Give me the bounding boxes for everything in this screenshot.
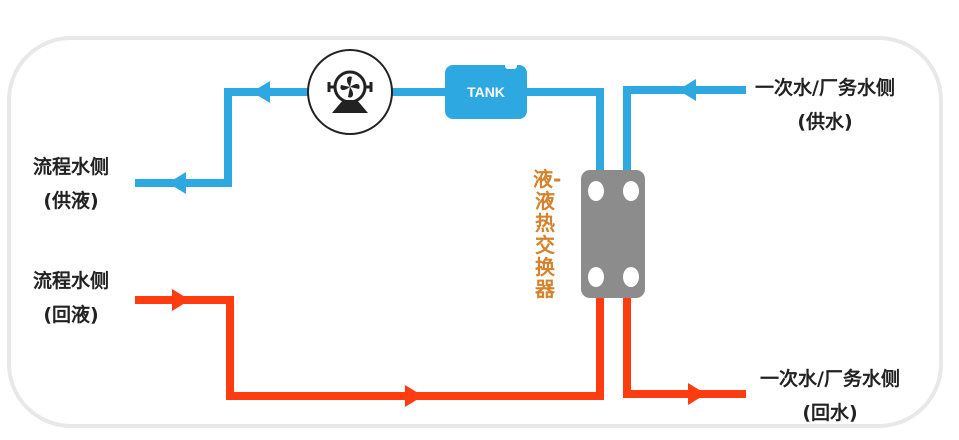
tank-notch [505,65,517,69]
flow-arrow-left-icon [168,172,186,194]
primary-return-subtitle: (回水) [802,402,858,424]
primary-supply-pipe [623,86,746,176]
heat-exchanger-icon [581,170,645,298]
primary-return-title: 一次水/厂务水侧 [760,368,900,390]
process-supply-pipe [135,88,604,187]
primary-return-label: 一次水/厂务水侧 (回水) [750,362,910,430]
flow-arrow-right-icon [405,385,423,407]
flow-arrow-right-icon [688,383,706,405]
flow-arrow-right-icon [172,289,190,311]
process-supply-title: 流程水侧 [32,156,109,178]
process-return-title: 流程水侧 [32,270,109,292]
primary-supply-label: 一次水/厂务水侧 (供水) [745,71,905,139]
process-return-subtitle: (回液) [43,304,99,326]
process-supply-label: 流程水侧 (供液) [28,150,114,218]
primary-return-pipe [623,294,746,398]
heat-exchanger-label: 液-液热交换器 [533,167,562,301]
tank-icon: TANK [445,65,527,119]
primary-supply-title: 一次水/厂务水侧 [755,77,895,99]
flow-arrow-left-icon [678,79,696,101]
process-return-label: 流程水侧 (回液) [28,264,114,332]
primary-supply-subtitle: (供水) [797,111,853,133]
process-return-pipe [135,294,604,400]
tank-label: TANK [467,84,505,100]
process-supply-subtitle: (供液) [43,190,99,212]
pump-icon [307,49,393,135]
flow-arrow-left-icon [252,81,270,103]
